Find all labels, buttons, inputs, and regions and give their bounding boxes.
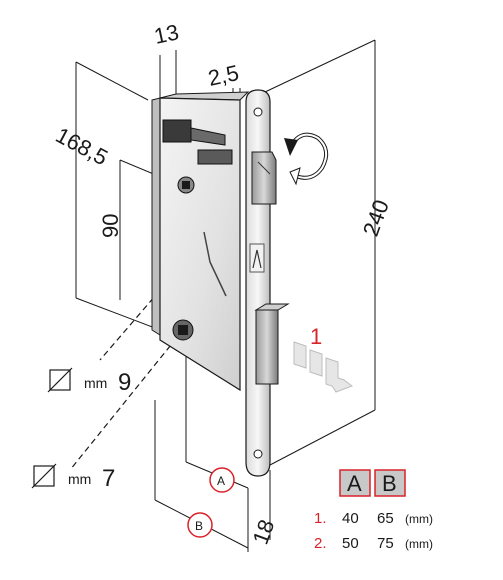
table-row-2-a: 50 xyxy=(342,535,359,552)
table-row-1-b: 65 xyxy=(377,510,394,527)
dim-label-168-5: 168,5 xyxy=(52,122,112,170)
dim-label-90: 90 xyxy=(98,214,123,238)
table-row-1-index: 1. xyxy=(314,510,327,527)
dim-label-2-5: 2,5 xyxy=(206,60,241,91)
table-row-1-unit: (mm) xyxy=(405,512,433,526)
table-row-2-b: 75 xyxy=(377,535,394,552)
size-table: A B 1. 40 65 (mm) 2. 50 75 (mm) xyxy=(314,469,433,552)
marker-b: B xyxy=(187,512,213,538)
spindle-9-unit: mm xyxy=(84,375,107,391)
reversible-number: 1 xyxy=(310,324,322,349)
marker-b-label: B xyxy=(195,519,203,533)
spindle-9-value: 9 xyxy=(118,369,131,396)
marker-a: A xyxy=(209,467,235,493)
throw-arrow-icon xyxy=(293,341,354,393)
dim-label-18: 18 xyxy=(248,516,280,548)
marker-a-label: A xyxy=(217,474,225,488)
spindle-9-symbol xyxy=(47,367,73,393)
faceplate xyxy=(245,89,290,477)
dim-label-240: 240 xyxy=(358,196,394,239)
table-header-a: A xyxy=(347,471,362,496)
table-row-1-a: 40 xyxy=(342,510,359,527)
spindle-7-value: 7 xyxy=(102,465,115,492)
lock-body xyxy=(151,91,250,392)
spindle-7-symbol xyxy=(31,463,57,489)
dim-label-13: 13 xyxy=(152,19,181,49)
spindle-7-unit: mm xyxy=(68,471,91,487)
reversible-arrow-icon xyxy=(284,132,329,186)
table-header-b: B xyxy=(382,471,397,496)
table-row-2-index: 2. xyxy=(314,535,327,552)
table-row-2-unit: (mm) xyxy=(405,537,433,551)
